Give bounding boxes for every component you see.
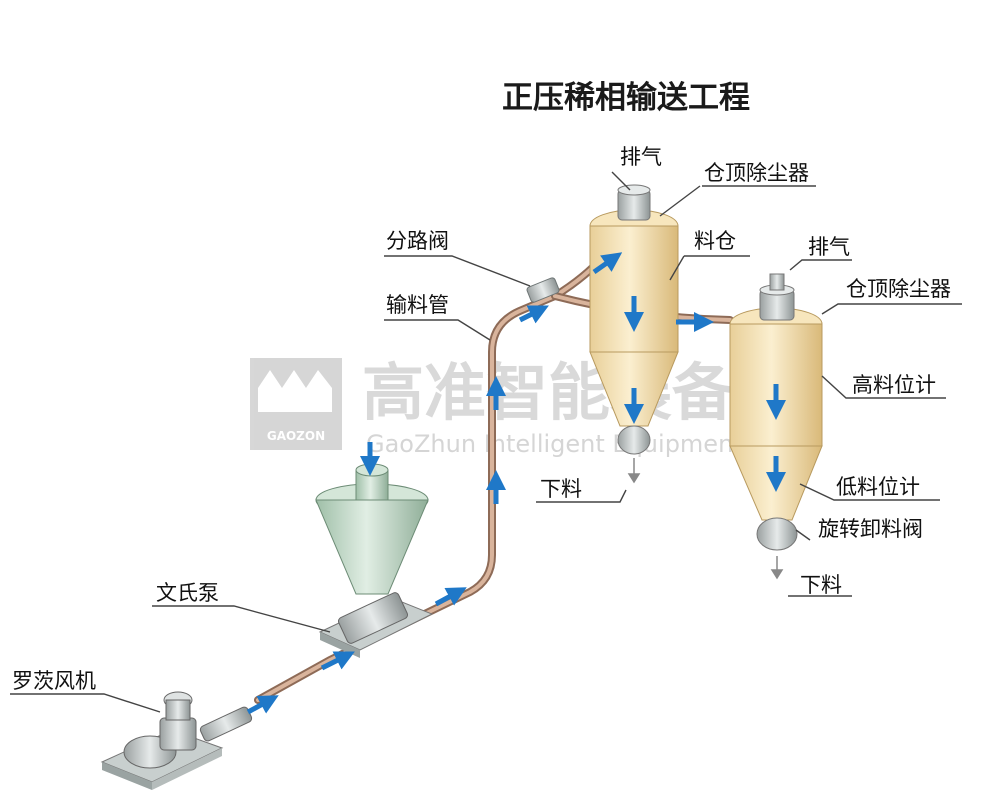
watermark-logo-text: GAOZON	[267, 429, 325, 443]
watermark-cn: 高准智能装备	[362, 356, 735, 429]
label-dust-collector-1: 仓顶除尘器	[704, 161, 809, 185]
label-exhaust-2: 排气	[808, 235, 850, 259]
label-discharge-1: 下料	[540, 477, 582, 501]
watermark-logo-icon	[258, 370, 332, 412]
watermark-en: GaoZhun Intelligent Equipment	[366, 430, 743, 458]
label-discharge-2: 下料	[800, 573, 842, 597]
venturi-pump	[316, 464, 432, 658]
label-high-level: 高料位计	[852, 373, 936, 397]
label-silo: 料仓	[694, 229, 736, 253]
label-roots-blower: 罗茨风机	[12, 669, 96, 693]
label-low-level: 低料位计	[836, 475, 920, 499]
label-conveying-pipe: 输料管	[386, 293, 449, 317]
label-rotary-valve: 旋转卸料阀	[818, 517, 923, 541]
diagram-title: 正压稀相输送工程	[502, 80, 750, 116]
silo-2	[730, 274, 822, 550]
flow-arrows	[248, 258, 776, 712]
label-dust-collector-2: 仓顶除尘器	[846, 277, 951, 301]
label-exhaust-1: 排气	[620, 145, 662, 169]
label-venturi-pump: 文氏泵	[156, 581, 219, 605]
roots-blower	[102, 692, 253, 790]
label-diverter-valve: 分路阀	[386, 229, 449, 253]
